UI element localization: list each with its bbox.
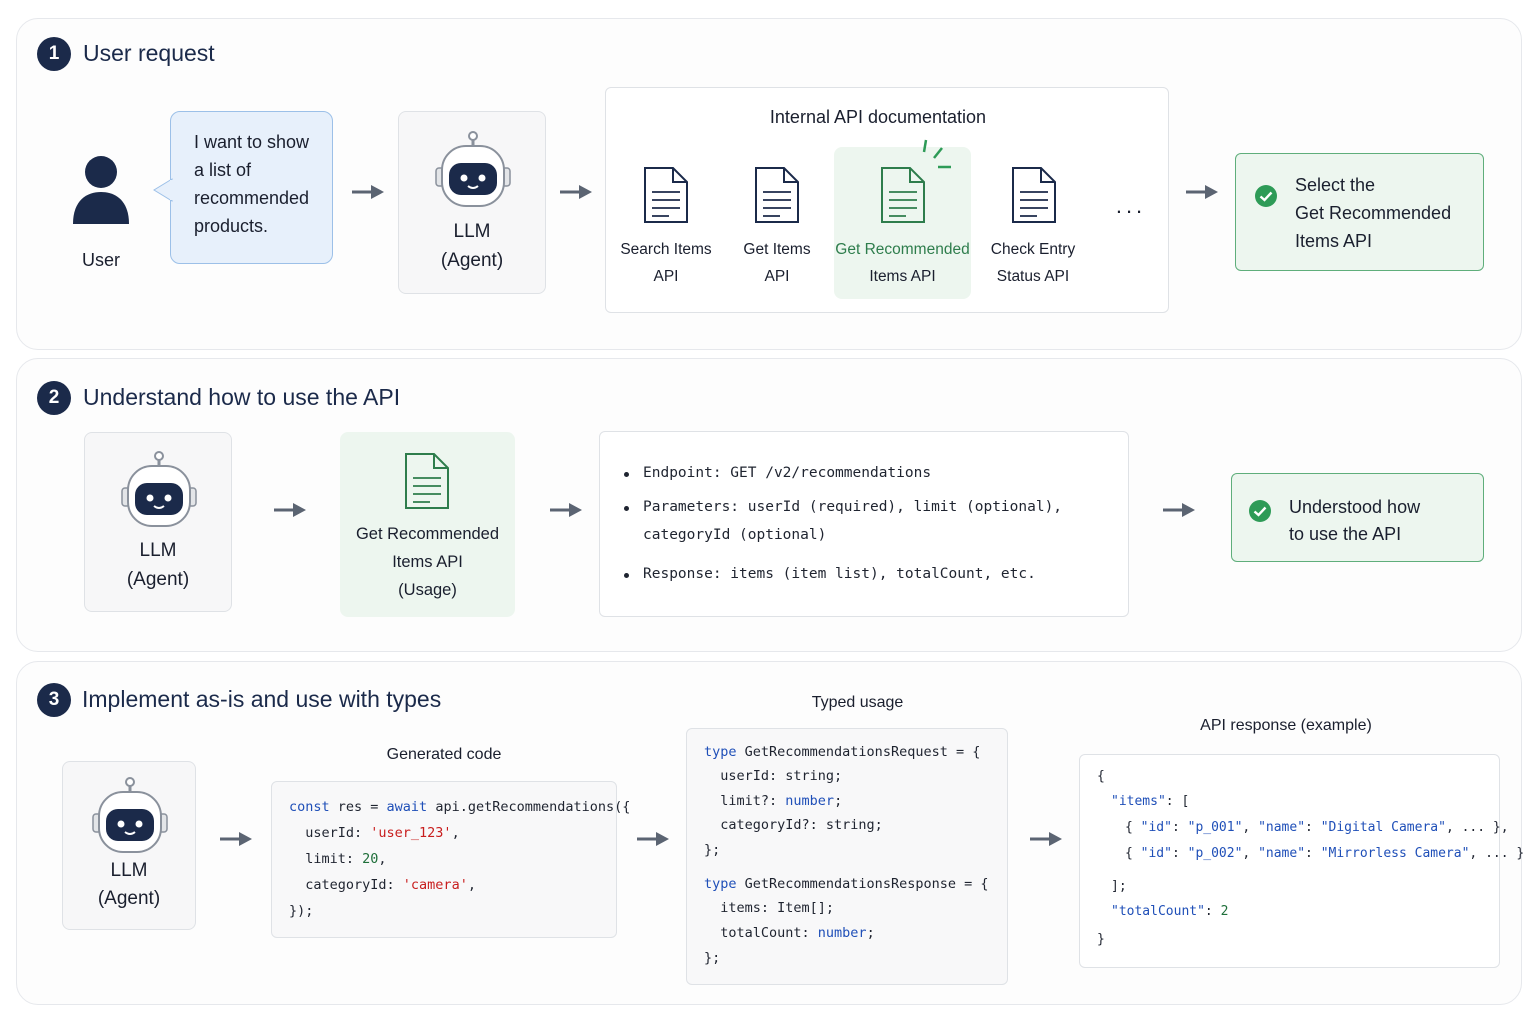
typed-line-7: items: Item[]; bbox=[704, 900, 835, 916]
typed-line-4: categoryId?: string; bbox=[704, 817, 883, 833]
json-line-6: "totalCount": 2 bbox=[1111, 904, 1229, 919]
section-2-title: Understand how to use the API bbox=[83, 384, 401, 410]
typed-line-5: }; bbox=[704, 842, 721, 858]
typed-usage-box bbox=[686, 728, 1008, 985]
bullet-dot bbox=[624, 472, 629, 477]
step-number-3: 3 bbox=[37, 683, 71, 717]
generated-code-label: Generated code bbox=[386, 746, 502, 763]
typed-line-8: totalCount: number; bbox=[704, 925, 875, 941]
document-icon-highlighted bbox=[405, 453, 449, 509]
api-response-box bbox=[1079, 754, 1500, 968]
arrow-right-icon bbox=[637, 832, 669, 846]
document-icon-highlighted bbox=[881, 167, 925, 223]
docs-title: Internal API documentation bbox=[769, 107, 987, 127]
doc-label-get-recommended: Get Recommended bbox=[835, 241, 970, 258]
robot-icon bbox=[435, 131, 511, 207]
doc-label-search-items-2: API bbox=[653, 268, 679, 285]
typed-line-1: type GetRecommendationsRequest = { bbox=[704, 744, 981, 760]
bubble-line-2: a list of bbox=[194, 160, 252, 180]
typed-line-2: userId: string; bbox=[704, 768, 843, 784]
arrow-right-icon bbox=[550, 503, 582, 517]
usage-doc-line-2: Items API bbox=[392, 553, 463, 571]
result-2-line-1: Understood how bbox=[1289, 497, 1421, 517]
document-icon bbox=[755, 167, 799, 223]
llm-label: LLM bbox=[453, 221, 491, 242]
typed-line-9: }; bbox=[704, 950, 721, 966]
check-circle-icon bbox=[1249, 500, 1271, 522]
bullet-dot bbox=[624, 573, 629, 578]
usage-doc-line-3: (Usage) bbox=[398, 581, 457, 599]
arrow-right-icon bbox=[274, 503, 306, 517]
user-speech-bubble bbox=[170, 111, 333, 264]
step-number-1: 1 bbox=[37, 37, 71, 71]
robot-icon bbox=[92, 777, 168, 853]
result-1-line-3: Items API bbox=[1295, 231, 1373, 251]
check-circle-icon bbox=[1255, 185, 1277, 207]
typed-line-6: type GetRecommendationsResponse = { bbox=[704, 876, 989, 892]
generated-code-line-1: const res = await api.getRecommendations… bbox=[289, 799, 631, 815]
bubble-line-1: I want to show bbox=[194, 132, 310, 152]
generated-code-box bbox=[271, 781, 617, 938]
generated-code-line-3: limit: 20, bbox=[289, 851, 387, 867]
user-label: User bbox=[81, 250, 120, 270]
bubble-line-3: recommended bbox=[194, 188, 310, 208]
doc-label-get-items: Get Items bbox=[743, 241, 811, 258]
bubble-tail bbox=[153, 178, 173, 202]
arrow-right-icon bbox=[1030, 832, 1062, 846]
llm-label: LLM bbox=[139, 540, 177, 561]
document-icon bbox=[1012, 167, 1056, 223]
select-api-result-box bbox=[1235, 153, 1484, 271]
doc-label-search-items: Search Items bbox=[620, 241, 712, 258]
arrow-right-icon bbox=[220, 832, 252, 846]
llm-agent-label: (Agent) bbox=[126, 569, 190, 590]
result-2-line-2: to use the API bbox=[1289, 524, 1402, 544]
generated-code-line-5: }); bbox=[289, 903, 314, 919]
api-usage-details-box bbox=[599, 431, 1129, 617]
arrow-right-icon bbox=[1163, 503, 1195, 517]
bubble-line-4: products. bbox=[194, 216, 269, 236]
typed-usage-label: Typed usage bbox=[811, 694, 904, 711]
result-1-line-1: Select the bbox=[1295, 175, 1376, 195]
document-icon bbox=[644, 167, 688, 223]
llm-agent-label: (Agent) bbox=[440, 250, 504, 271]
parameters-bullet-cont: categoryId (optional) bbox=[643, 527, 827, 543]
arrow-right-icon bbox=[352, 185, 384, 199]
json-line-2: "items": [ bbox=[1111, 794, 1190, 809]
usage-doc-line-1: Get Recommended bbox=[355, 525, 500, 543]
typed-line-3: limit?: number; bbox=[704, 793, 843, 809]
bullet-dot bbox=[624, 506, 629, 511]
doc-label-check-entry-2: Status API bbox=[996, 268, 1070, 285]
step-number-2: 2 bbox=[37, 381, 71, 415]
section-1-title: User request bbox=[83, 40, 215, 66]
robot-icon bbox=[121, 451, 197, 527]
generated-code-line-2: userId: 'user_123', bbox=[289, 825, 460, 841]
arrow-right-icon bbox=[560, 185, 592, 199]
doc-label-get-recommended-2: Items API bbox=[869, 268, 936, 285]
json-line-4: { "id": "p_002", "name": "Mirrorless Cam… bbox=[1125, 846, 1525, 861]
user-icon bbox=[73, 156, 129, 224]
parameters-bullet: Parameters: userId (required), limit (op… bbox=[643, 499, 1063, 515]
doc-label-check-entry: Check Entry bbox=[990, 241, 1076, 258]
doc-label-get-items-2: API bbox=[764, 268, 790, 285]
section-3-title: Implement as-is and use with types bbox=[82, 686, 442, 712]
llm-agent-label: (Agent) bbox=[97, 888, 161, 909]
generated-code-line-4: categoryId: 'camera', bbox=[289, 877, 476, 893]
json-line-1: { bbox=[1097, 769, 1105, 784]
arrow-right-icon bbox=[1186, 185, 1218, 199]
json-line-5: ]; bbox=[1111, 879, 1127, 894]
json-line-7: } bbox=[1097, 932, 1105, 947]
api-response-label: API response (example) bbox=[1200, 717, 1372, 734]
json-line-3: { "id": "p_001", "name": "Digital Camera… bbox=[1125, 820, 1509, 835]
sparkle-icon bbox=[922, 139, 951, 169]
result-1-line-2: Get Recommended bbox=[1295, 203, 1452, 223]
endpoint-bullet: Endpoint: GET /v2/recommendations bbox=[643, 465, 932, 481]
llm-label: LLM bbox=[110, 860, 148, 881]
response-bullet: Response: items (item list), totalCount,… bbox=[643, 566, 1036, 582]
understood-result-box bbox=[1231, 473, 1484, 562]
more-docs-ellipsis: ... bbox=[1115, 193, 1147, 218]
